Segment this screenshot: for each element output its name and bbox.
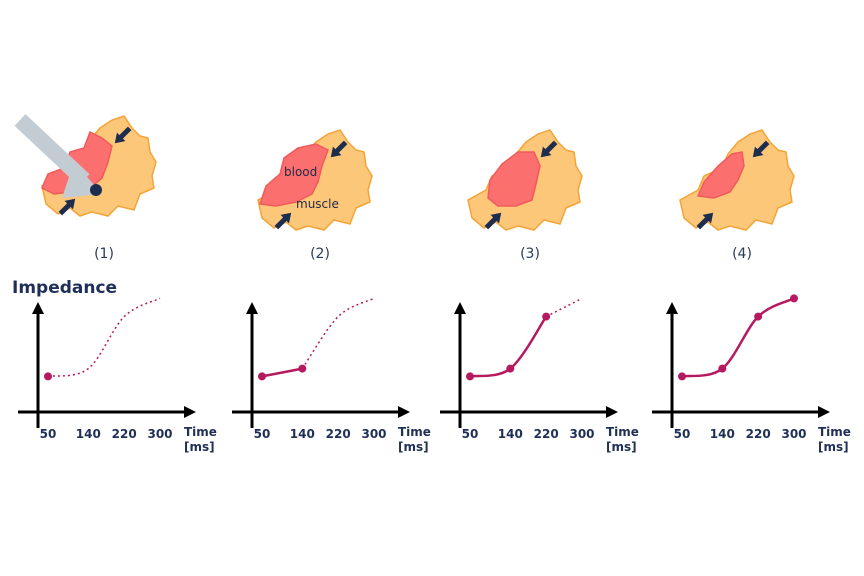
x-tick-label: 300 <box>569 427 594 441</box>
muscle-label: muscle <box>296 197 339 211</box>
data-point <box>258 372 266 381</box>
projected-curve <box>47 297 161 378</box>
x-tick-label: 300 <box>781 427 806 441</box>
blood-region <box>258 143 329 207</box>
blood-region <box>696 151 745 199</box>
tissue-panel-1: (1) <box>14 114 157 262</box>
x-tick-label: 300 <box>361 427 386 441</box>
x-axis-unit: [ms] <box>184 440 215 454</box>
x-axis-arrowhead <box>606 406 618 418</box>
impedance-chart-4: 50 140 220 300 Time[ms] <box>652 294 851 454</box>
data-point <box>44 372 52 381</box>
x-axis-title: Time <box>818 425 851 439</box>
x-axis-title: Time <box>184 425 217 439</box>
x-axis-unit: [ms] <box>398 440 429 454</box>
x-tick-label: 300 <box>147 427 172 441</box>
data-point <box>506 364 515 373</box>
x-tick-label: 140 <box>498 427 523 441</box>
x-tick-label: 140 <box>710 427 735 441</box>
x-axis-title: Time <box>606 425 639 439</box>
projected-curve <box>301 297 375 370</box>
blood-label: blood <box>284 165 317 179</box>
panel-caption: (2) <box>310 246 330 262</box>
impedance-chart-2: 50 140 220 300 Time[ms] <box>232 297 431 454</box>
compression-arrow-top <box>752 140 770 158</box>
compression-arrow-bottom <box>274 212 292 230</box>
measured-curve <box>681 297 795 378</box>
measured-curve <box>261 367 303 378</box>
y-axis-arrowhead <box>246 302 258 314</box>
y-axis-arrowhead <box>32 302 44 314</box>
probe-needle <box>14 114 102 198</box>
x-tick-label: 140 <box>290 427 315 441</box>
panel-caption: (4) <box>732 246 752 262</box>
y-axis-arrowhead <box>454 302 466 314</box>
probe-tip <box>90 184 102 196</box>
x-axis-unit: [ms] <box>606 440 637 454</box>
x-tick-label: 220 <box>534 427 559 441</box>
tissue-panel-4: (4) <box>679 129 795 262</box>
data-point <box>790 294 798 303</box>
x-axis-unit: [ms] <box>818 440 849 454</box>
x-axis-title: Time <box>398 425 431 439</box>
compression-arrow-bottom <box>696 212 714 230</box>
compression-arrow-bottom <box>484 212 502 230</box>
data-point <box>542 312 551 321</box>
impedance-title: Impedance <box>12 278 117 298</box>
x-tick-label: 50 <box>40 427 57 441</box>
x-tick-label: 220 <box>112 427 137 441</box>
x-tick-label: 50 <box>462 427 479 441</box>
impedance-chart-1: 50 140 220 300 Time[ms] <box>18 297 217 454</box>
x-tick-label: 220 <box>746 427 771 441</box>
x-tick-label: 50 <box>254 427 271 441</box>
x-tick-label: 220 <box>326 427 351 441</box>
compression-arrow-top <box>330 140 348 158</box>
blood-region <box>487 151 541 207</box>
compression-arrow-top <box>540 140 558 158</box>
compression-arrow-top <box>114 126 132 144</box>
compression-arrow-bottom <box>58 198 76 216</box>
tissue-illustrations: (1) blood muscle (2) (3) (4) <box>14 114 795 262</box>
panel-caption: (3) <box>520 246 540 262</box>
x-axis-arrowhead <box>398 406 410 418</box>
data-point <box>754 312 763 321</box>
impedance-chart-3: 50 140 220 300 Time[ms] <box>440 297 639 454</box>
x-tick-label: 140 <box>76 427 101 441</box>
data-point <box>298 364 307 373</box>
panel-caption: (1) <box>94 246 114 262</box>
data-point <box>718 364 727 373</box>
x-axis-arrowhead <box>184 406 196 418</box>
x-tick-label: 50 <box>674 427 691 441</box>
data-point <box>678 372 686 381</box>
tissue-panel-2: blood muscle (2) <box>257 129 373 262</box>
tissue-panel-3: (3) <box>467 129 583 262</box>
y-axis-arrowhead <box>666 302 678 314</box>
x-axis-arrowhead <box>818 406 830 418</box>
data-point <box>466 372 474 381</box>
projected-curve <box>545 297 583 318</box>
